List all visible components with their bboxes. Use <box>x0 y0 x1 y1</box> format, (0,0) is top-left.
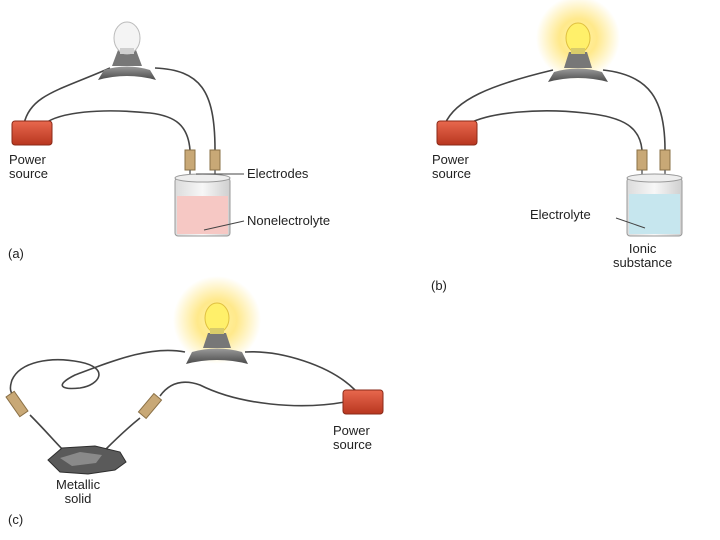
electrolyte-solution <box>629 194 680 234</box>
label-line: solid <box>64 491 92 506</box>
power-source-icon <box>436 120 478 146</box>
wire <box>602 69 666 151</box>
wire <box>29 414 66 453</box>
bulb-socket <box>548 68 608 82</box>
label-line: source <box>9 166 49 181</box>
metal-highlight <box>60 452 102 466</box>
panel-c <box>5 276 384 475</box>
electrode <box>659 149 671 171</box>
power-source-icon <box>342 389 384 415</box>
wire <box>244 351 356 391</box>
power-source-label-a: Power source <box>9 153 48 181</box>
label-line: Power <box>432 152 469 167</box>
bulb-base <box>203 333 231 348</box>
power-source-label-c: Power source <box>333 424 372 452</box>
panel-b <box>436 0 683 237</box>
nonelectrolyte-label: Nonelectrolyte <box>247 213 331 228</box>
label-line: Metallic <box>56 477 101 492</box>
probe <box>137 392 163 420</box>
bulb-neck <box>210 328 224 334</box>
solution-pointer <box>203 220 245 231</box>
nonelectrolyte-solution <box>177 196 228 234</box>
electrodes-label: Electrodes <box>247 166 309 181</box>
label-line: Power <box>9 152 46 167</box>
label-line: Ionic <box>628 241 657 256</box>
probe <box>5 390 29 418</box>
bulb-socket <box>98 66 156 80</box>
electrode <box>636 149 648 171</box>
power-source-icon <box>11 120 53 146</box>
bulb-neck <box>571 48 585 54</box>
wire <box>104 417 141 451</box>
panel-letter-a: (a) <box>8 246 24 261</box>
wire <box>444 69 554 125</box>
bulb-base <box>112 50 142 66</box>
wire <box>23 67 111 125</box>
solution-pointer <box>615 217 646 229</box>
wire <box>43 110 191 151</box>
electrolyte-label: Electrolyte <box>530 207 591 222</box>
label-line: source <box>432 166 472 181</box>
wire <box>9 349 186 399</box>
panel-letter-b: (b) <box>431 278 447 293</box>
panel-a <box>11 21 245 237</box>
power-source-label-b: Power source <box>432 153 471 181</box>
ionic-substance-label: Ionic substance <box>613 242 672 270</box>
electrode <box>209 149 221 171</box>
bulb-base <box>564 52 592 68</box>
panel-letter-c: (c) <box>8 512 24 527</box>
bulb-neck <box>120 48 134 54</box>
wire <box>154 67 216 151</box>
metallic-solid-label: Metallic solid <box>56 478 100 506</box>
electrode <box>184 149 196 171</box>
bulb-socket <box>186 348 248 364</box>
wire <box>159 381 346 407</box>
label-line: Power <box>333 423 370 438</box>
label-line: substance <box>613 255 673 270</box>
label-line: source <box>333 437 373 452</box>
wire <box>467 110 643 151</box>
